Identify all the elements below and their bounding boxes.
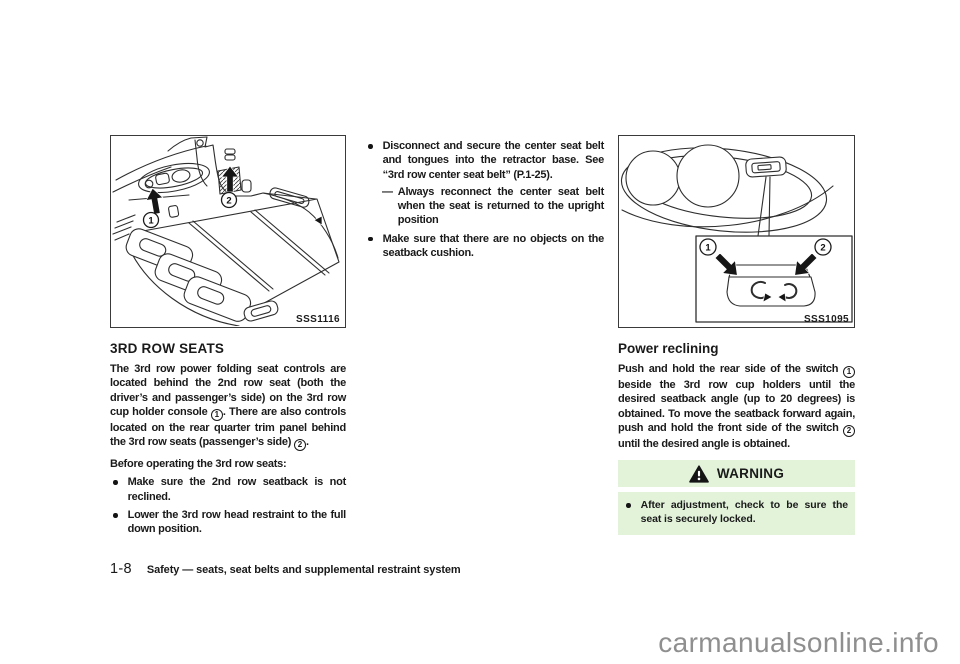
paragraph-segment: . bbox=[305, 436, 309, 449]
paragraph-segment: Push and hold the rear side of the switc… bbox=[618, 363, 843, 375]
recline-switch-illustration: 1 2 bbox=[620, 144, 853, 323]
paragraph-segment: . There are also controls located on the… bbox=[110, 405, 346, 449]
svg-text:1: 1 bbox=[148, 216, 154, 227]
paragraph-seat-controls: The 3rd row power folding seat controls … bbox=[110, 362, 346, 452]
svg-text:2: 2 bbox=[820, 243, 825, 254]
warning-title: WARNING bbox=[716, 466, 785, 482]
paragraph-segment: until the desired angle is obtained. bbox=[618, 437, 790, 450]
dash-glyph: — bbox=[382, 185, 393, 198]
list-item: After adjustment, check to be sure the s… bbox=[623, 499, 848, 526]
list-item-text: Make sure the 2nd row seatback is not re… bbox=[127, 476, 347, 503]
callout-1-circle bbox=[142, 211, 160, 229]
inline-callout-1: 1 bbox=[210, 408, 223, 421]
bullet-icon bbox=[113, 480, 118, 486]
paragraph-segment: The 3rd row power folding seat controls … bbox=[110, 363, 346, 418]
left-column: 1 2 bbox=[110, 135, 346, 537]
watermark: carmanualsonline.info bbox=[658, 627, 939, 658]
figure-label: SSS1095 bbox=[803, 314, 849, 325]
list-item-text: Lower the 3rd row head restraint to the … bbox=[127, 509, 347, 536]
bullet-icon bbox=[368, 236, 373, 242]
warning-box: WARNING After adjustment, check to be su… bbox=[618, 460, 855, 536]
list-item-text: Make sure that there are no objects on t… bbox=[382, 232, 605, 260]
inline-callout-1: 1 bbox=[843, 366, 855, 378]
bullet-icon bbox=[113, 513, 118, 518]
right-column: 1 2 SSS1095 Power reclining Push and hol… bbox=[618, 135, 855, 536]
section-heading-power-reclining: Power reclining bbox=[618, 341, 719, 356]
section-heading-3rd-row-seats: 3RD ROW SEATS bbox=[110, 341, 225, 356]
inline-callout-2: 2 bbox=[843, 424, 855, 437]
svg-text:1: 1 bbox=[705, 243, 711, 254]
warning-text: After adjustment, check to be sure the s… bbox=[640, 499, 849, 525]
warning-body: After adjustment, check to be sure the s… bbox=[618, 492, 855, 536]
bullet-icon bbox=[368, 144, 373, 149]
svg-text:2: 2 bbox=[226, 196, 231, 207]
warning-icon bbox=[688, 465, 709, 483]
callout-2-circle bbox=[814, 238, 832, 256]
figure-recline-switch: 1 2 SSS1095 bbox=[618, 135, 855, 328]
paragraph-power-reclining: Push and hold the rear side of the switc… bbox=[618, 362, 855, 451]
arrow-1 bbox=[714, 252, 738, 276]
callout-1-circle bbox=[699, 238, 717, 256]
page-number: 1-8 bbox=[110, 561, 132, 577]
warning-header: WARNING bbox=[618, 460, 855, 488]
list-item: Make sure the 2nd row seatback is not re… bbox=[110, 475, 346, 504]
callout-2-circle bbox=[220, 191, 238, 209]
list-item: Make sure that there are no objects on t… bbox=[365, 232, 604, 261]
bullet-icon bbox=[626, 503, 631, 508]
paragraph-segment: beside the 3rd row cup holders until the… bbox=[618, 379, 855, 434]
list-item-text: Disconnect and secure the center seat be… bbox=[382, 140, 605, 181]
arrow-1 bbox=[145, 187, 164, 215]
inline-callout-2: 2 bbox=[293, 439, 306, 452]
footer-section-title: Safety — seats, seat belts and supplemen… bbox=[146, 564, 461, 576]
list-item: Lower the 3rd row head restraint to the … bbox=[110, 508, 346, 537]
sub-list-item-text: Always reconnect the center seat belt wh… bbox=[397, 185, 605, 227]
sub-list-item: — Always reconnect the center seat belt … bbox=[365, 185, 604, 228]
middle-column: Disconnect and secure the center seat be… bbox=[365, 139, 604, 260]
page-footer: 1-8 Safety — seats, seat belts and suppl… bbox=[110, 561, 461, 577]
before-operating-line: Before operating the 3rd row seats: bbox=[110, 458, 287, 471]
seat-fold-illustration: 1 2 bbox=[112, 136, 340, 326]
figure-label: SSS1116 bbox=[296, 314, 340, 325]
figure-seat-fold-controls: 1 2 bbox=[110, 135, 346, 328]
list-item: Disconnect and secure the center seat be… bbox=[365, 139, 604, 182]
arrow-2 bbox=[794, 252, 818, 276]
